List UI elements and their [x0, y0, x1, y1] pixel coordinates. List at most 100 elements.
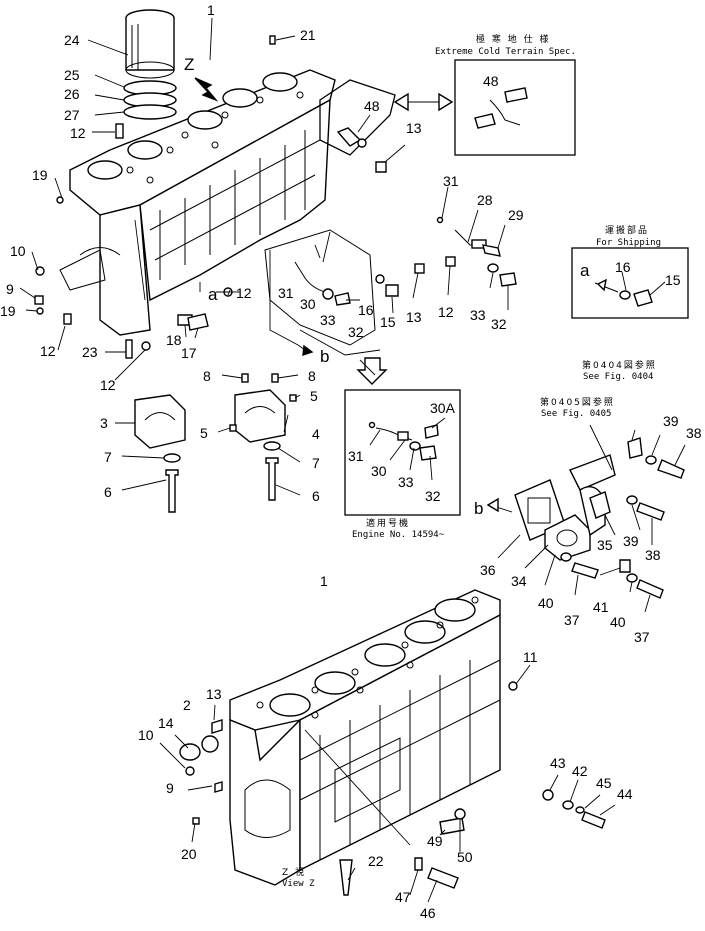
cylinder-liner-group: [123, 9, 177, 120]
callout-1-upper: 1: [207, 2, 215, 18]
callout-33-b: 33: [470, 307, 486, 323]
engine-no-jp-label: 適用号機: [366, 517, 410, 529]
callout-18: 18: [166, 332, 182, 348]
callout-28: 28: [477, 192, 493, 208]
fig-0405-jp-label: 第0405図参照: [540, 396, 615, 408]
engine-number-box: [344, 357, 461, 516]
callout-44: 44: [617, 786, 633, 802]
callout-43: 43: [550, 755, 566, 771]
callout-10-b: 10: [138, 727, 154, 743]
callout-42: 42: [572, 763, 588, 779]
callout-30-b: 30: [371, 463, 387, 479]
callout-31-a: 31: [443, 173, 459, 189]
callout-19-b: 19: [0, 303, 16, 319]
callout-13-b: 13: [406, 309, 422, 325]
callout-49: 49: [427, 833, 443, 849]
callout-50: 50: [457, 849, 473, 865]
shipping-en-label: For Shipping: [596, 238, 661, 248]
callout-31-c: 31: [348, 448, 364, 464]
callout-7-a: 7: [104, 449, 112, 465]
callout-35: 35: [597, 537, 613, 553]
callout-26: 26: [64, 86, 80, 102]
engine-no-en-label: Engine No. 14594~: [352, 530, 445, 540]
callout-22: 22: [368, 853, 384, 869]
marker-z: Z: [184, 55, 194, 74]
lower-cylinder-block: [229, 589, 501, 886]
callout-32-a: 32: [348, 324, 364, 340]
callout-21: 21: [300, 27, 316, 43]
callout-8-a: 8: [203, 368, 211, 384]
oil-jet-group-upper: [264, 229, 456, 356]
callout-24: 24: [64, 32, 80, 48]
callout-31-b: 31: [278, 285, 294, 301]
callout-16-a: 16: [358, 302, 374, 318]
callout-13-c: 13: [206, 686, 222, 702]
callout-46: 46: [420, 905, 436, 921]
callout-9-a: 9: [6, 281, 14, 297]
callout-30-a: 30: [300, 296, 316, 312]
small-fittings-upper: [34, 35, 276, 351]
callout-34: 34: [511, 573, 527, 589]
callout-15-a: 15: [380, 314, 396, 330]
callout-33-c: 33: [398, 474, 414, 490]
callout-37-a: 37: [564, 612, 580, 628]
callout-32-c: 32: [425, 488, 441, 504]
callout-5-b: 5: [200, 425, 208, 441]
callout-40-b: 40: [610, 614, 626, 630]
callout-29: 29: [508, 207, 524, 223]
fig-0404-jp-label: 第0404図参照: [582, 359, 657, 371]
callout-27: 27: [64, 107, 80, 123]
view-z-arrow: [194, 77, 219, 102]
callout-14: 14: [158, 715, 174, 731]
japanese-labels: 極 寒 地 仕 様 Extreme Cold Terrain Spec. 運搬部…: [282, 33, 661, 889]
callout-20: 20: [181, 846, 197, 862]
callout-10-a: 10: [10, 243, 26, 259]
callout-25: 25: [64, 67, 80, 83]
marker-b-cover: b: [474, 499, 483, 518]
callout-4: 4: [312, 426, 320, 442]
leader-lines: [19, 17, 686, 903]
callout-6-a: 6: [104, 484, 112, 500]
callout-19-a: 19: [32, 167, 48, 183]
fig-0405-en-label: See Fig. 0405: [541, 409, 611, 419]
connector-lines: [134, 219, 411, 846]
front-cover-group: [486, 437, 685, 599]
callout-30a: 30A: [430, 400, 456, 416]
marker-b-upper: b: [320, 347, 329, 366]
upper-cylinder-block: [59, 69, 336, 336]
callout-11: 11: [523, 649, 538, 665]
callout-12-e: 12: [438, 304, 454, 320]
callout-3: 3: [100, 415, 108, 431]
callout-9-b: 9: [166, 780, 174, 796]
callout-39-b: 39: [623, 533, 639, 549]
callout-6-b: 6: [312, 488, 320, 504]
callout-40-a: 40: [538, 595, 554, 611]
callout-38-b: 38: [645, 547, 661, 563]
shipping-jp-label: 運搬部品: [605, 224, 649, 236]
fig-0404-en-label: See Fig. 0404: [583, 372, 653, 382]
callout-37-b: 37: [634, 629, 650, 645]
view-z-en-label: View Z: [282, 879, 315, 889]
callout-45: 45: [596, 775, 612, 791]
callout-8-b: 8: [308, 368, 316, 384]
marker-a-shipping: a: [580, 261, 590, 280]
main-bearing-caps: [125, 339, 297, 513]
callout-36: 36: [480, 562, 496, 578]
callout-38-a: 38: [686, 425, 702, 441]
callout-32-b: 32: [491, 316, 507, 332]
sensor-48-detail: [319, 79, 396, 173]
shipping-box: [571, 247, 689, 319]
extreme-cold-box: [393, 59, 576, 156]
extreme-cold-jp-label: 極 寒 地 仕 様: [476, 33, 550, 45]
callout-12-c: 12: [100, 377, 116, 393]
callout-47: 47: [395, 889, 411, 905]
small-fittings-lower: [179, 681, 606, 896]
callout-7-b: 7: [312, 455, 320, 471]
right-pipe-group: [436, 216, 517, 287]
callout-48-b: 48: [483, 73, 499, 89]
callout-39-a: 39: [663, 413, 679, 429]
view-z-jp-label: Z 視: [282, 866, 306, 878]
callout-48-a: 48: [364, 98, 380, 114]
